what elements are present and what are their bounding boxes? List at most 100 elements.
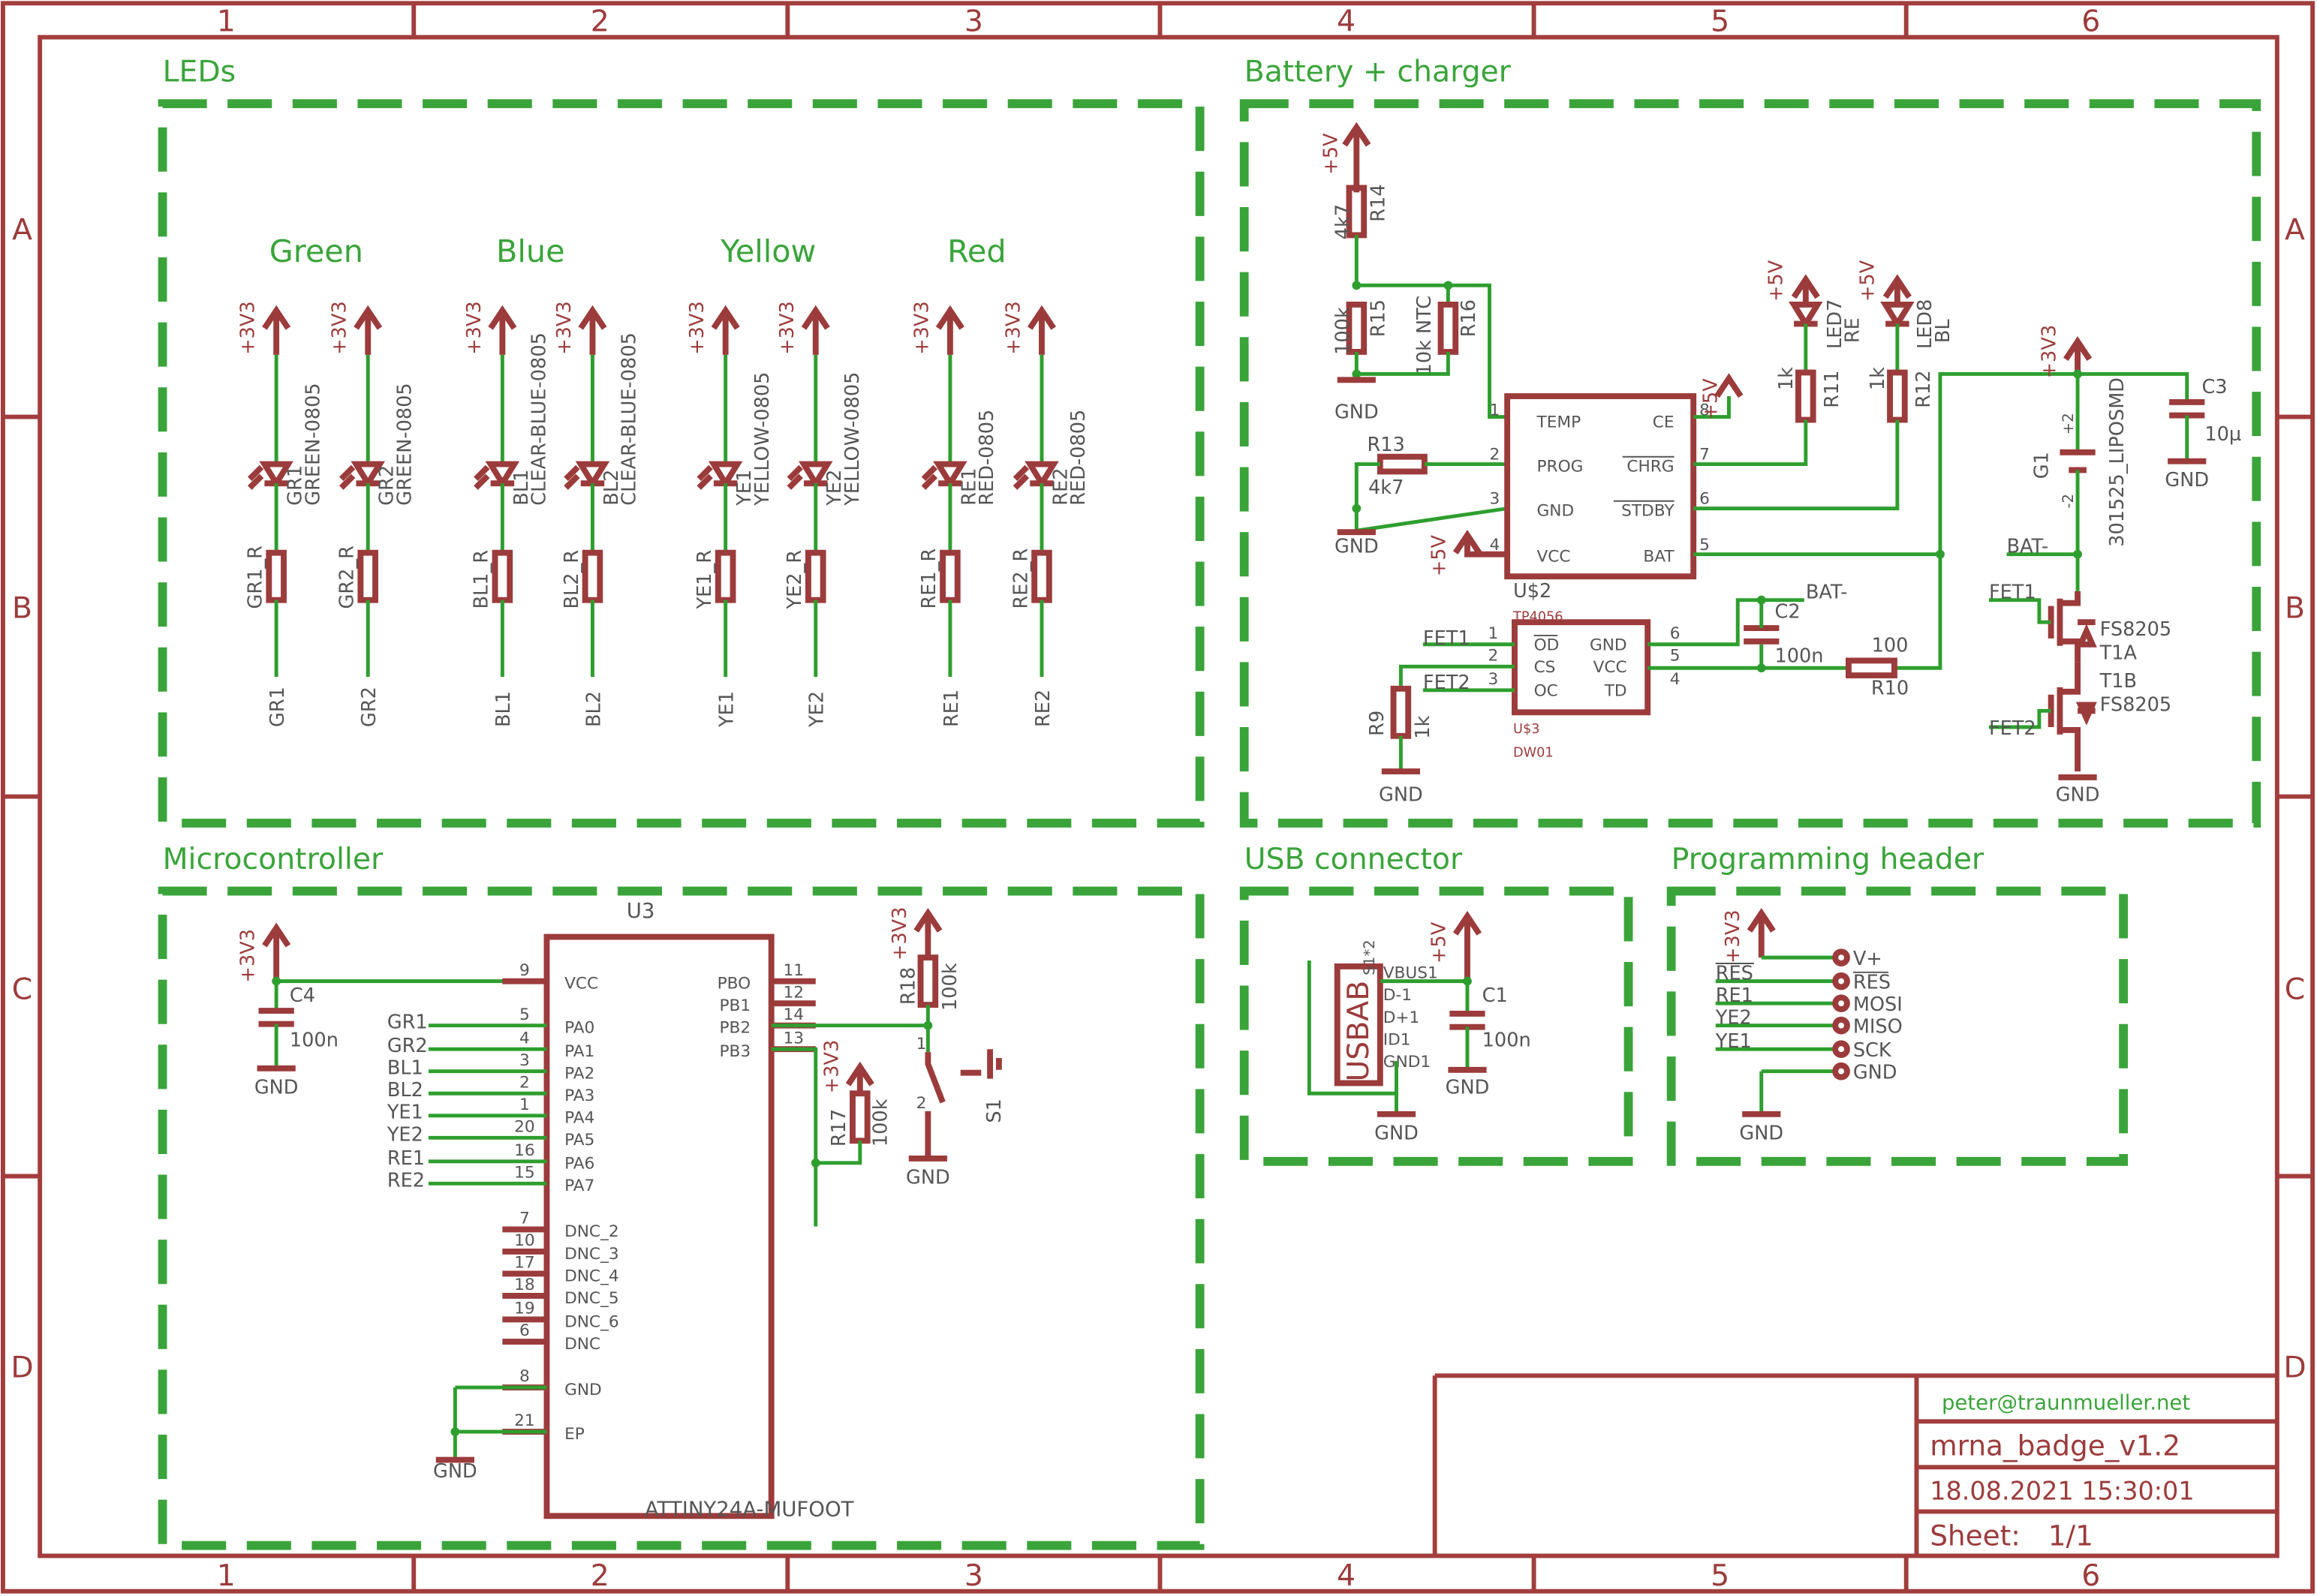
u2-name: U$2 <box>1513 580 1551 603</box>
u3-pinname-pa7: PA7 <box>564 1177 594 1195</box>
usb-connector-ref: S1*2 <box>1361 939 1378 975</box>
net-label-ye2: YE2 <box>806 691 829 728</box>
u3-pinnum-11: 11 <box>783 961 804 980</box>
section-title-header: Programming header <box>1672 842 1984 876</box>
gnd-label-c1: GND <box>1446 1076 1490 1099</box>
u3-pinnum-5: 5 <box>519 1005 530 1024</box>
supply-label-u2-vcc: +5V <box>1428 534 1450 576</box>
usb-connector-name: USBAB <box>1341 981 1376 1082</box>
net-label-re2: RE2 <box>1032 690 1055 727</box>
led-led8 <box>1880 274 1915 330</box>
r13-value: 4k7 <box>1368 476 1404 499</box>
u2-pinnum-5: 5 <box>1699 536 1710 555</box>
resistor-r9 <box>1390 685 1412 739</box>
u2-pin-chrg: CHRG <box>1626 457 1674 476</box>
gnd-label-r13: GND <box>1335 536 1379 558</box>
dw01-pinnum-4: 4 <box>1670 670 1681 689</box>
led-group-label-red: Red <box>947 233 1007 269</box>
net-label-re1: RE1 <box>940 690 963 727</box>
u3-pinname-dnc_4: DNC_4 <box>564 1267 619 1285</box>
dw01-pinnum-2: 2 <box>1488 646 1499 665</box>
supply-arrow-re2 <box>1027 305 1056 355</box>
col-label-top-4: 4 <box>1337 5 1356 39</box>
u3-pinname-pb3: PB3 <box>719 1042 751 1061</box>
u3-pinname-dnc_2: DNC_2 <box>564 1222 619 1241</box>
resistor-label-ye1_r: YE1_R <box>694 550 716 610</box>
header-net-res: RES <box>1716 963 1753 985</box>
r18-value: 100k <box>939 963 961 1011</box>
led-name-bl1: BL1 <box>510 470 533 506</box>
led-re1 <box>921 461 967 490</box>
capacitor-c3 <box>2169 398 2205 419</box>
col-label-top-3: 3 <box>964 5 983 39</box>
dw01-pin-cs: CS <box>1534 658 1556 677</box>
supply-label-r18: +3V3 <box>889 907 911 960</box>
net-label-fet2-t1b: FET2 <box>1989 717 2036 740</box>
led-group-label-blue: Blue <box>496 233 564 269</box>
led-bl1 <box>474 461 520 490</box>
r14-value: 4k7 <box>1332 204 1354 239</box>
c4-name: C4 <box>290 984 315 1007</box>
row-label-right-d: D <box>2283 1350 2306 1384</box>
resistor-label-bl2_r: BL2_R <box>561 550 583 609</box>
dw01-pin-gnd: GND <box>1590 636 1627 655</box>
u3-net-bl2: BL2 <box>387 1079 423 1102</box>
resistor-label-bl1_r: BL1_R <box>471 550 493 609</box>
gnd-label-r15: GND <box>1335 401 1379 424</box>
row-label-left-c: C <box>12 972 32 1006</box>
u3-pinnum-4: 4 <box>519 1029 530 1047</box>
supply-arrow-usb <box>1452 910 1482 981</box>
row-label-left-d: D <box>11 1350 33 1384</box>
u3-pinnum-3: 3 <box>519 1051 530 1070</box>
supply-arrow-r17 <box>845 1061 874 1094</box>
mosfet-t1a <box>2048 591 2097 663</box>
dw01-pin-td: TD <box>1604 682 1627 701</box>
led8-name: LED8 <box>1914 299 1936 349</box>
led-name-re2: RE2 <box>1049 467 1072 505</box>
u3-pinname-pa6: PA6 <box>564 1155 594 1174</box>
supply-arrow-u2-ce <box>1714 373 1744 398</box>
t1b-name: T1B <box>2099 670 2137 693</box>
net-label-gr1: GR1 <box>266 687 289 727</box>
resistor-r16 <box>1437 301 1459 355</box>
u3-net-bl1: BL1 <box>387 1057 423 1080</box>
resistor-label-re1_r: RE1_R <box>918 549 940 609</box>
header-section: +3V3 RES RE1 YE2 YE1 V+ RES MOSI MISO SC… <box>1715 907 1903 1144</box>
r16-name: R16 <box>1458 299 1480 337</box>
resistor-r12 <box>1887 369 1908 423</box>
u3-pinnum-13: 13 <box>783 1029 804 1047</box>
u3-pinnum-15: 15 <box>514 1163 535 1182</box>
header-pin-vplus: V+ <box>1853 948 1882 970</box>
led-part-ye1: YELLOW-0805 <box>751 372 774 506</box>
u3-pinnum-6: 6 <box>519 1321 530 1340</box>
net-label-bl2: BL2 <box>582 691 605 727</box>
capacitor-c4 <box>258 1008 294 1027</box>
section-boxes: LEDs Battery + charger Microcontroller U… <box>158 55 2261 1550</box>
row-label-right-c: C <box>2285 972 2305 1006</box>
r12-value: 1k <box>1867 367 1889 390</box>
gnd-label-s1: GND <box>906 1166 950 1189</box>
mcu-section: +3V3 C4 100n GND U3 ATTINY24A-MUFOOT 9VC… <box>237 899 1006 1521</box>
titleblock-date: 18.08.2021 15:30:01 <box>1930 1477 2194 1506</box>
supply-label-r14: +5V <box>1320 133 1343 175</box>
r13-name: R13 <box>1368 434 1405 456</box>
u3-net-gr1: GR1 <box>387 1011 428 1034</box>
header-net-ye1: YE1 <box>1715 1030 1752 1053</box>
dw01-pinnum-1: 1 <box>1488 624 1499 643</box>
u3-pinname-pa5: PA5 <box>564 1131 594 1150</box>
titleblock-email: peter@traunmueller.net <box>1942 1391 2190 1415</box>
section-title-leds: LEDs <box>163 55 236 89</box>
supply-label-led8: +5V <box>1856 260 1879 302</box>
led-name-re1: RE1 <box>958 467 980 505</box>
c3-value: 10µ <box>2204 423 2241 446</box>
supply-arrow-gr2 <box>354 305 383 355</box>
resistor-label-re2_r: RE2_R <box>1010 549 1032 609</box>
